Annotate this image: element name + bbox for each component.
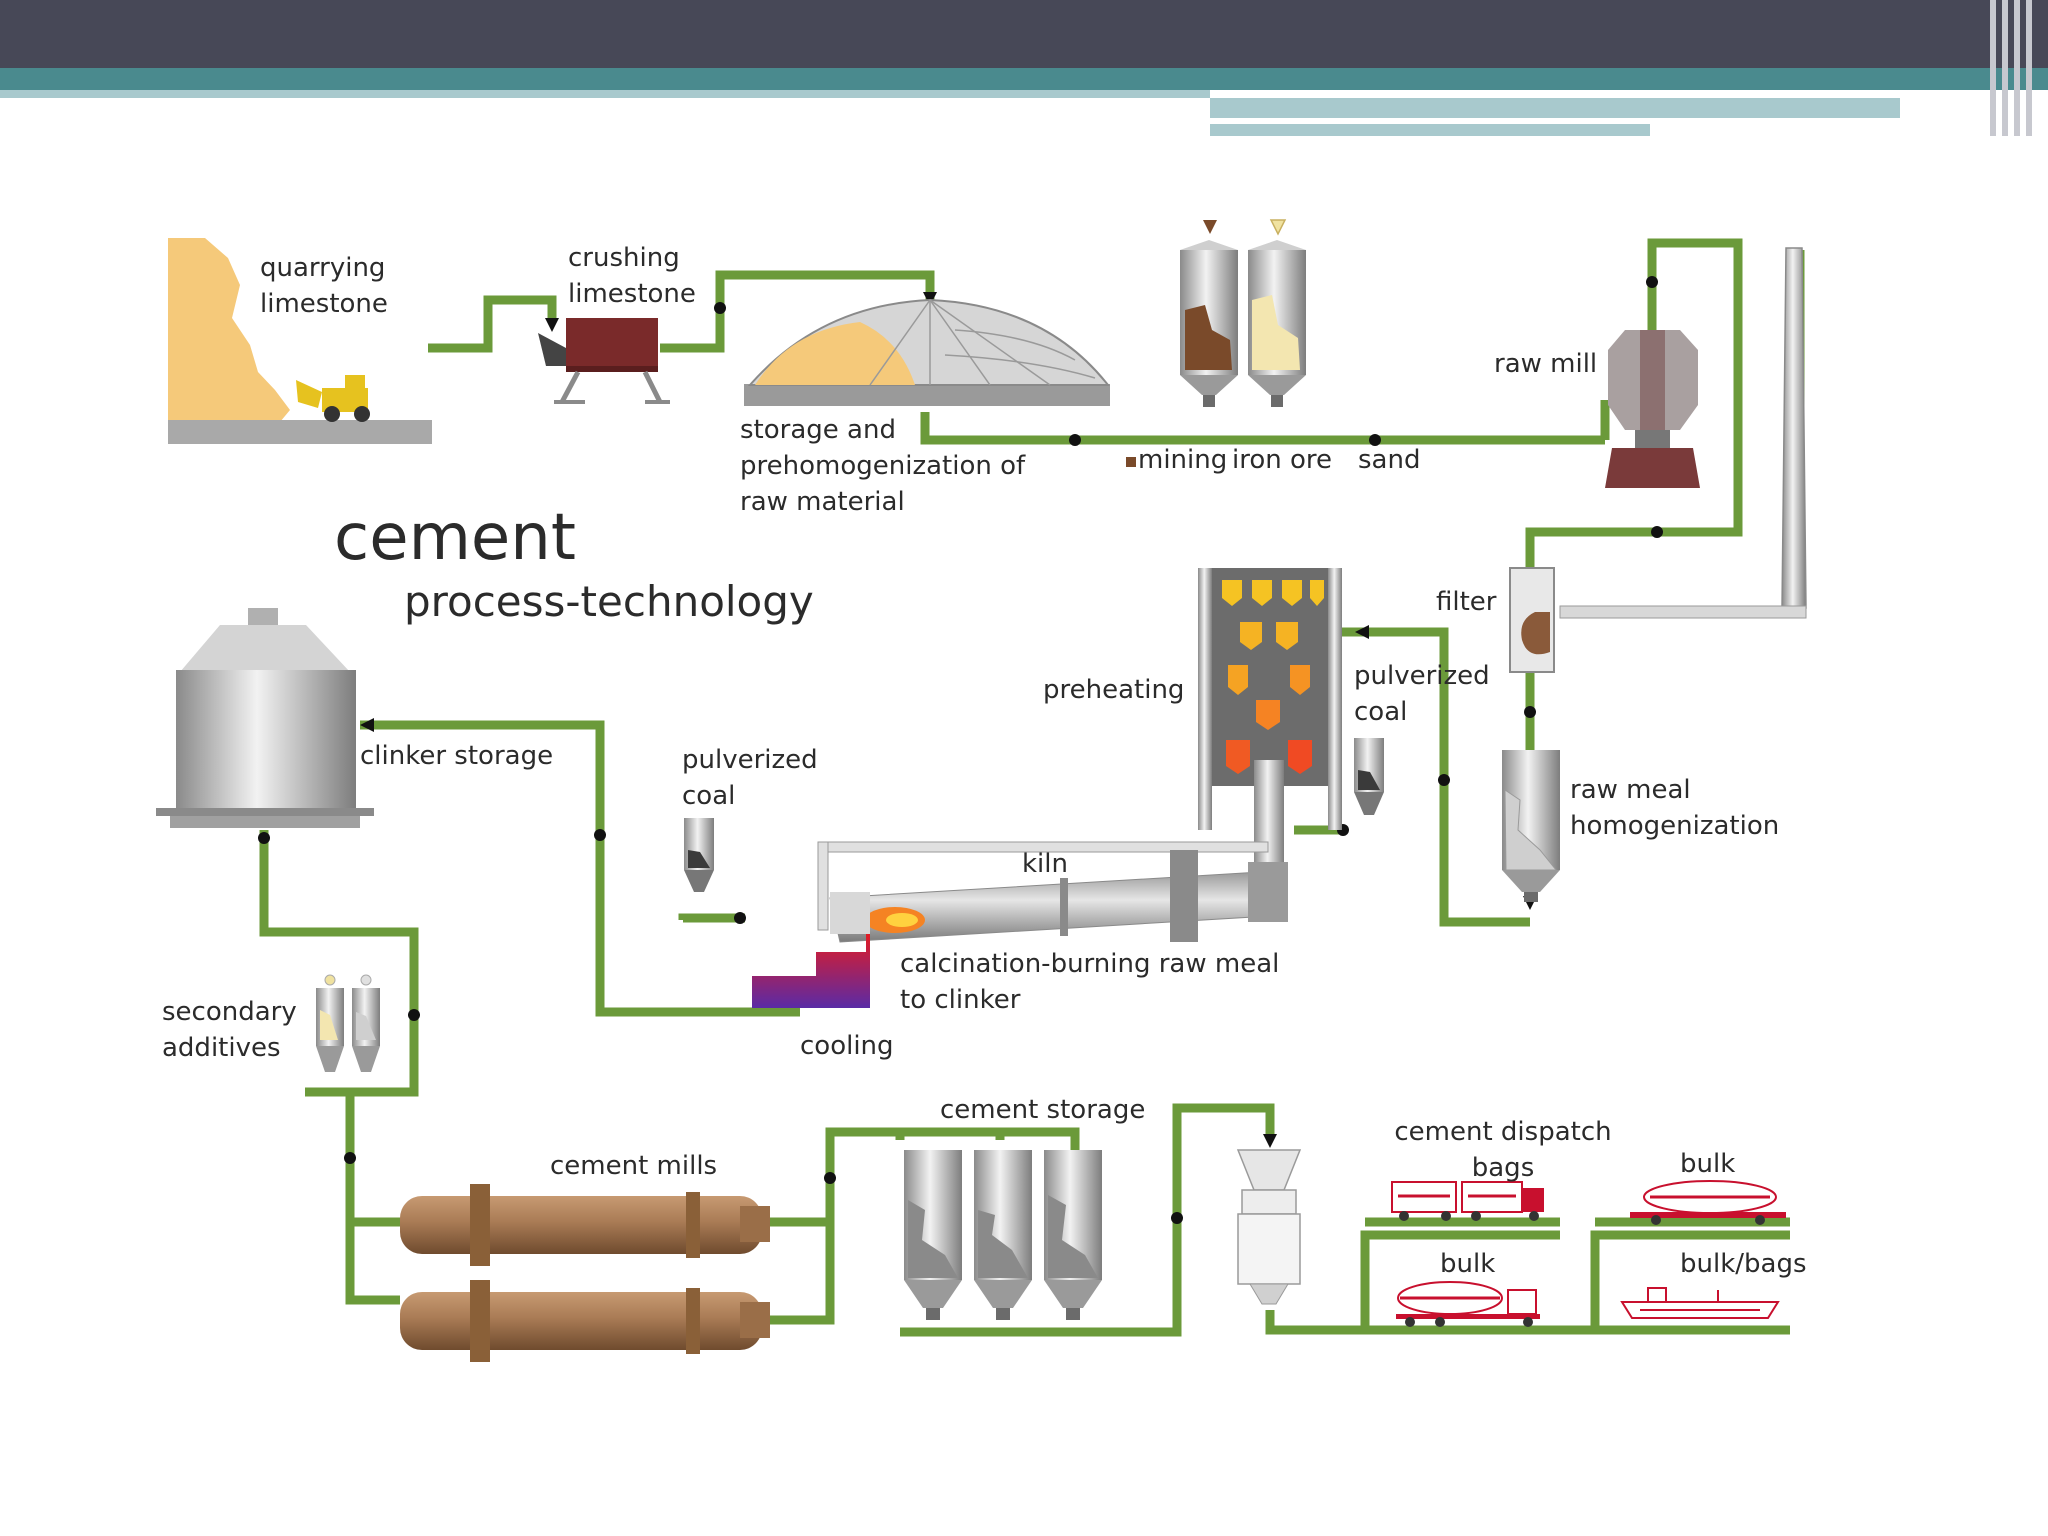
flame-icon bbox=[865, 907, 925, 933]
label-cement-storage: cement storage bbox=[940, 1095, 1146, 1125]
silo-icon bbox=[1044, 1150, 1102, 1320]
ship-icon bbox=[1620, 1287, 1780, 1319]
quarry bbox=[168, 238, 432, 444]
slide-header bbox=[0, 0, 2048, 136]
rail-wagon-icon bbox=[1630, 1180, 1786, 1225]
rotary-kiln-icon bbox=[817, 841, 1288, 943]
filter-icon bbox=[1509, 567, 1555, 673]
silo-icon bbox=[1248, 240, 1306, 407]
crusher-icon bbox=[538, 318, 670, 404]
label-crushing-limestone: crushing limestone bbox=[568, 243, 696, 309]
label-filter: filter bbox=[1436, 587, 1497, 617]
ball-mill-icon bbox=[400, 1280, 770, 1362]
label-pulverized-coal-left: pulverized coal bbox=[682, 745, 818, 811]
label-clinker-storage: clinker storage bbox=[360, 741, 554, 771]
label-storage-prehomogenization: storage and prehomogenization of raw mat… bbox=[740, 415, 1026, 517]
label-bulk-bags-ship: bulk/bags bbox=[1680, 1249, 1807, 1279]
flow-arrowheads bbox=[258, 276, 1701, 1224]
label-cooling: cooling bbox=[800, 1031, 894, 1061]
label-bulk-rail: bulk bbox=[1680, 1149, 1736, 1179]
label-bulk-truck: bulk bbox=[1440, 1249, 1496, 1279]
cooler-icon bbox=[752, 892, 870, 1008]
label-mining: mining bbox=[1138, 445, 1228, 475]
packing-machine-icon bbox=[1236, 1149, 1302, 1305]
raw-mill-icon bbox=[1605, 330, 1700, 488]
label-pulverized-coal-right: pulverized coal bbox=[1354, 661, 1490, 727]
label-raw-mill: raw mill bbox=[1494, 349, 1598, 379]
raw-material-silos bbox=[1126, 219, 1306, 467]
silo-icon bbox=[1180, 240, 1238, 407]
label-cement-mills: cement mills bbox=[550, 1151, 718, 1181]
silo-icon bbox=[904, 1150, 962, 1320]
cement-silos bbox=[904, 1150, 1102, 1320]
truck-icon bbox=[1391, 1181, 1544, 1221]
silo-icon bbox=[1502, 750, 1560, 902]
label-quarrying-limestone: quarrying limestone bbox=[260, 253, 388, 319]
coal-hopper-left bbox=[684, 818, 714, 892]
wheel-loader-icon bbox=[296, 375, 370, 422]
label-calcination: calcination-burning raw meal to clinker bbox=[900, 949, 1280, 1015]
ball-mill-icon bbox=[400, 1184, 770, 1266]
silo-icon bbox=[974, 1150, 1032, 1320]
dome-storage-icon bbox=[744, 298, 1111, 406]
additive-silos bbox=[316, 974, 380, 1072]
label-cement-dispatch-bags: cement dispatch bags bbox=[1394, 1117, 1612, 1183]
label-raw-meal-homogenization: raw meal homogenization bbox=[1570, 775, 1780, 841]
tanker-truck-icon bbox=[1396, 1281, 1540, 1327]
clinker-storage-silo bbox=[156, 608, 374, 828]
label-sand: sand bbox=[1358, 445, 1421, 475]
chimney-icon bbox=[1559, 247, 1807, 619]
label-iron-ore: iron ore bbox=[1232, 445, 1333, 475]
label-preheating: preheating bbox=[1043, 675, 1185, 705]
coal-hopper-right bbox=[1354, 738, 1384, 815]
label-kiln: kiln bbox=[1022, 849, 1068, 879]
preheater-tower-icon bbox=[1198, 568, 1342, 888]
label-secondary-additives: secondary additives bbox=[162, 997, 297, 1063]
diagram-title: cement bbox=[334, 501, 576, 575]
diagram-subtitle: process-technology bbox=[404, 577, 814, 626]
